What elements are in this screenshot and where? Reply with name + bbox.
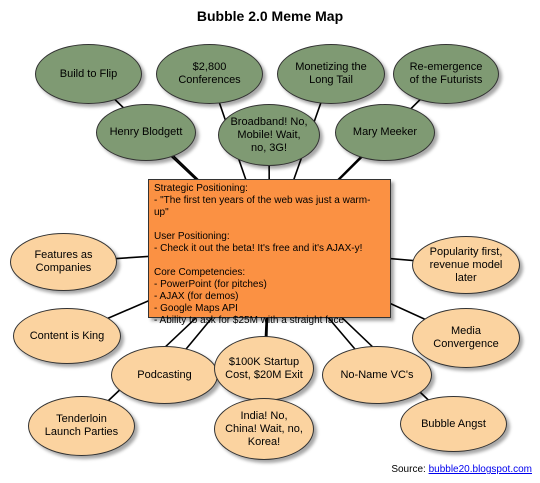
source-link[interactable]: bubble20.blogspot.com bbox=[428, 464, 532, 475]
meme-node-broadband-mobile-3g: Broadband! No, Mobile! Wait, no, 3G! bbox=[218, 104, 320, 166]
core-section: Strategic Positioning:- "The first ten y… bbox=[154, 183, 385, 219]
meme-node-india-china-korea: India! No, China! Wait, no, Korea! bbox=[214, 398, 314, 460]
map-title: Bubble 2.0 Meme Map bbox=[196, 8, 344, 24]
meme-node-re-emergence-futurists: Re-emergence of the Futurists bbox=[393, 44, 499, 104]
meme-node-100k-startup: $100K Startup Cost, $20M Exit bbox=[214, 336, 314, 401]
core-section-heading: User Positioning: bbox=[154, 231, 230, 242]
core-section-line: - Google Maps API bbox=[154, 303, 238, 314]
core-section-line: - PowerPoint (for pitches) bbox=[154, 279, 267, 290]
core-section-line: - AJAX (for demos) bbox=[154, 291, 239, 302]
source-credit: Source: bubble20.blogspot.com bbox=[391, 464, 532, 475]
core-section: Core Competencies:- PowerPoint (for pitc… bbox=[154, 267, 385, 327]
meme-node-content-is-king: Content is King bbox=[13, 308, 121, 364]
core-section-heading: Strategic Positioning: bbox=[154, 183, 248, 194]
meme-node-podcasting: Podcasting bbox=[111, 346, 218, 404]
core-section: User Positioning:- Check it out the beta… bbox=[154, 231, 385, 255]
meme-node-monetizing-long-tail: Monetizing the Long Tail bbox=[277, 44, 385, 104]
meme-node-mary-meeker: Mary Meeker bbox=[335, 104, 435, 161]
meme-node-2800-conferences: $2,800 Conferences bbox=[156, 44, 263, 104]
meme-node-tenderloin-launch-parties: Tenderloin Launch Parties bbox=[28, 396, 135, 456]
core-section-line: - Ability to ask for $25M with a straigh… bbox=[154, 315, 345, 326]
core-section-heading: Core Competencies: bbox=[154, 267, 246, 278]
core-section-line: - "The first ten years of the web was ju… bbox=[154, 195, 371, 218]
meme-node-media-convergence: Media Convergence bbox=[412, 308, 520, 368]
meme-node-no-name-vcs: No-Name VC's bbox=[322, 346, 432, 404]
core-section-line: - Check it out the beta! It's free and i… bbox=[154, 243, 363, 254]
core-box: Strategic Positioning:- "The first ten y… bbox=[148, 179, 391, 326]
meme-node-bubble-angst: Bubble Angst bbox=[400, 396, 507, 452]
meme-node-features-as-companies: Features as Companies bbox=[10, 233, 117, 291]
meme-node-popularity-first: Popularity first, revenue model later bbox=[412, 236, 520, 294]
meme-node-build-to-flip: Build to Flip bbox=[35, 44, 142, 104]
meme-node-henry-blodgett: Henry Blodgett bbox=[96, 104, 196, 161]
source-prefix: Source: bbox=[391, 464, 429, 475]
